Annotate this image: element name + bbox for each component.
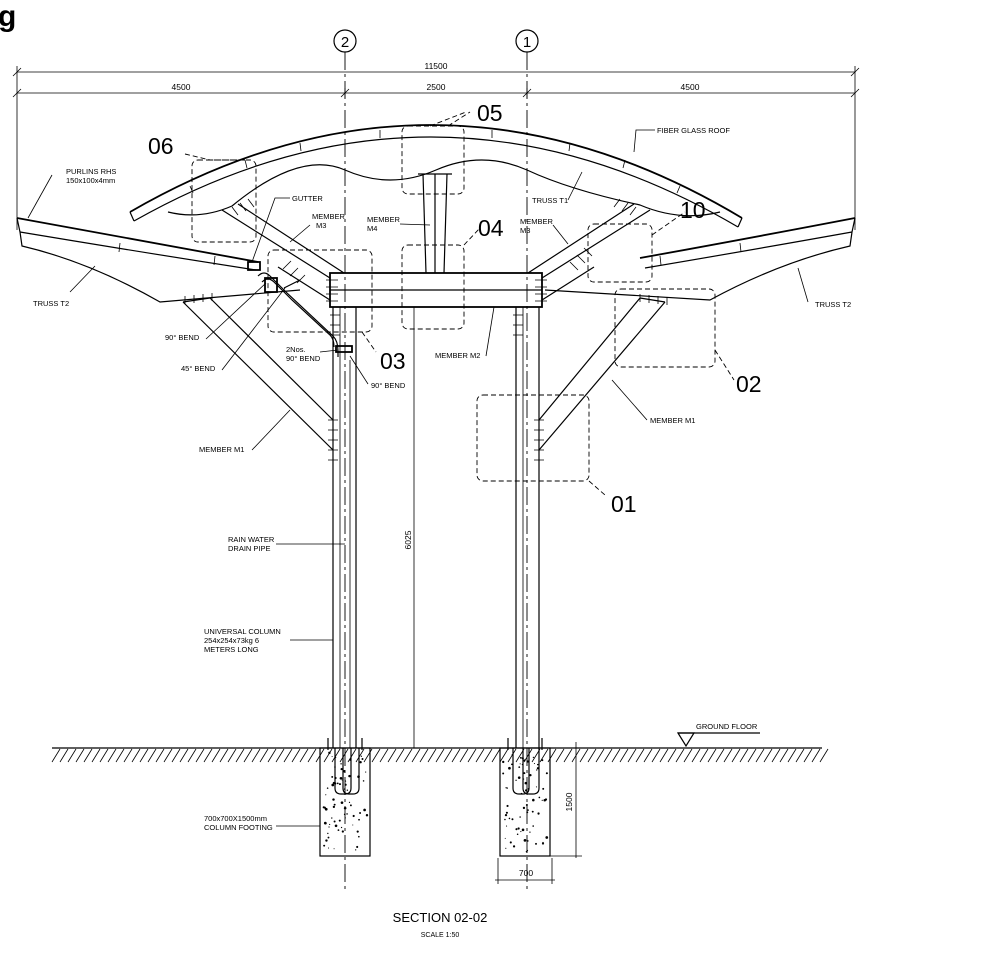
column-left [332, 307, 357, 748]
dim-right: 4500 [681, 82, 700, 92]
label-member-m3-right-2: M3 [520, 226, 530, 235]
label-member-m1-left: MEMBER M1 [199, 445, 244, 454]
dim-overall: 11500 [424, 61, 447, 71]
label-member-m4-1: MEMBER [367, 215, 401, 224]
label-ground-floor: GROUND FLOOR [696, 722, 758, 731]
member-m1-left [182, 297, 334, 451]
callout-06: 06 [148, 133, 174, 159]
label-member-m3-left-2: M3 [316, 221, 326, 230]
label-footing-1: 700x700X1500mm [204, 814, 267, 823]
dimension-lines-top [12, 66, 860, 230]
member-m4 [418, 173, 452, 274]
label-column-2: 254x254x73kg 6 [204, 636, 259, 645]
footing-dimensions [495, 742, 582, 884]
callout-01: 01 [611, 491, 637, 517]
dim-middle: 2500 [427, 82, 446, 92]
member-m1-right [538, 297, 666, 451]
dim-footing-width: 700 [519, 868, 533, 878]
callout-04: 04 [478, 215, 504, 241]
truss-t2-left [16, 217, 301, 303]
label-column-1: UNIVERSAL COLUMN [204, 627, 281, 636]
label-member-m3-right-1: MEMBER [520, 217, 554, 226]
grid-line-1 [515, 29, 539, 890]
label-purlins-2: 150x100x4mm [66, 176, 115, 185]
grid-line-2 [333, 29, 357, 890]
label-rain-water-1: RAIN WATER [228, 535, 275, 544]
label-purlins-1: PURLINS RHS [66, 167, 116, 176]
member-m2-beam [329, 272, 543, 308]
callout-10: 10 [680, 197, 706, 223]
label-member-m2: MEMBER M2 [435, 351, 480, 360]
label-bend-90-b: 90° BEND [371, 381, 406, 390]
grid-bubble-1-label: 1 [523, 34, 531, 51]
gutter-and-drain-pipe [247, 261, 353, 357]
label-bend-2nos-2: 90° BEND [286, 354, 321, 363]
section-title: SECTION 02-02 [393, 910, 488, 925]
upper-arched-roof [129, 124, 743, 228]
dim-height: 6025 [403, 530, 413, 549]
detail-boxes [184, 111, 735, 496]
truss-t2-right [544, 217, 856, 301]
member-m3-right [527, 203, 651, 301]
label-column-3: METERS LONG [204, 645, 259, 654]
label-rain-water-2: DRAIN PIPE [228, 544, 271, 553]
label-leaders [27, 129, 809, 827]
label-truss-t1: TRUSS T1 [532, 196, 568, 205]
label-bend-45: 45° BEND [181, 364, 216, 373]
label-gutter: GUTTER [292, 194, 323, 203]
label-fiber-glass-roof: FIBER GLASS ROOF [657, 126, 730, 135]
label-member-m1-right: MEMBER M1 [650, 416, 695, 425]
bolt-ticks [184, 198, 668, 461]
footing-left [319, 738, 371, 857]
footing-right [499, 738, 551, 857]
dim-left: 4500 [172, 82, 191, 92]
grid-bubble-2-label: 2 [341, 34, 349, 51]
ground-line [51, 747, 829, 763]
label-footing-2: COLUMN FOOTING [204, 823, 273, 832]
label-bend-2nos-1: 2Nos. [286, 345, 306, 354]
callout-03: 03 [380, 348, 406, 374]
callout-02: 02 [736, 371, 762, 397]
label-member-m3-left-1: MEMBER [312, 212, 346, 221]
label-truss-t2-left: TRUSS T2 [33, 299, 69, 308]
label-bend-90: 90° BEND [165, 333, 200, 342]
callout-05: 05 [477, 100, 503, 126]
dim-footing-depth: 1500 [564, 792, 574, 811]
label-member-m4-2: M4 [367, 224, 377, 233]
label-truss-t2-right: TRUSS T2 [815, 300, 851, 309]
ground-floor-marker [676, 732, 760, 748]
member-m3-left [221, 203, 345, 301]
corner-mark: g [0, 0, 16, 33]
column-right [515, 307, 540, 748]
section-scale: SCALE 1:50 [421, 932, 460, 939]
